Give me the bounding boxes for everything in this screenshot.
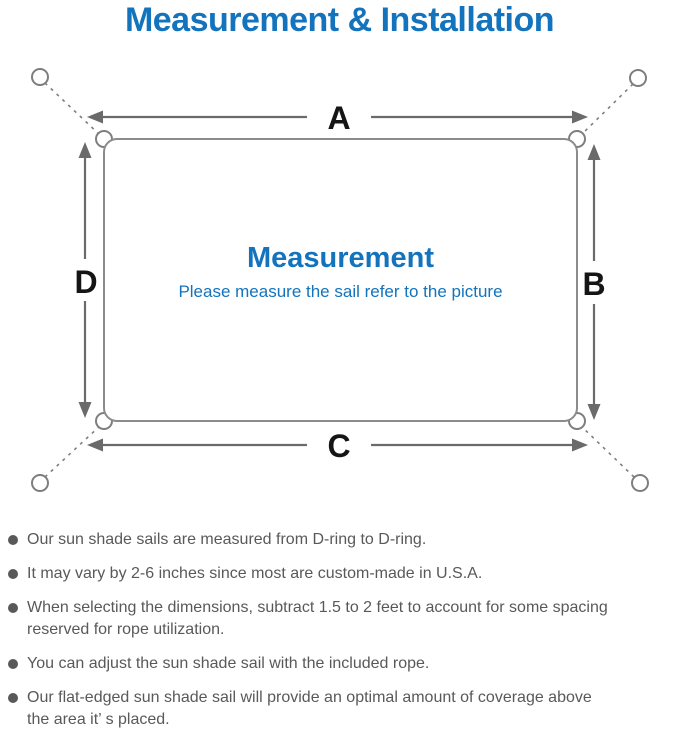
bullet-icon [8, 659, 18, 669]
bullet-icon [8, 535, 18, 545]
measurement-diagram: A B C D [31, 68, 649, 492]
dimension-label-b: B [582, 266, 605, 302]
arrowhead-down-icon [587, 404, 601, 420]
sail-caption-subtitle: Please measure the sail refer to the pic… [178, 282, 503, 301]
arrowhead-up-icon [587, 144, 601, 160]
page-title: Measurement & Installation [124, 1, 555, 39]
note-text: Our flat-edged sun shade sail will provi… [27, 689, 592, 728]
arrowhead-right-icon [572, 110, 588, 124]
anchor-point-icon-bottom-right [631, 474, 649, 492]
sail-caption: Measurement Please measure the sail refe… [104, 242, 577, 302]
list-item: Our flat-edged sun shade sail will provi… [8, 687, 673, 731]
list-item: When selecting the dimensions, subtract … [8, 597, 673, 641]
note-text: You can adjust the sun shade sail with t… [27, 655, 430, 672]
bullet-icon [8, 569, 18, 579]
arrowhead-left-icon [87, 438, 103, 452]
note-text: It may vary by 2-6 inches since most are… [27, 565, 483, 582]
anchor-rope-lines [44, 82, 635, 478]
anchor-point-icon-top-right [629, 69, 647, 87]
arrowhead-down-icon [78, 402, 92, 418]
arrowhead-up-icon [78, 142, 92, 158]
list-item: Our sun shade sails are measured from D-… [8, 529, 673, 551]
note-text: Our sun shade sails are measured from D-… [27, 531, 427, 548]
rope-line-bottom-right [579, 424, 635, 478]
sail-outline [103, 138, 578, 422]
rope-line-top-left [44, 82, 102, 137]
anchor-point-icon-bottom-left [31, 474, 49, 492]
list-item: It may vary by 2-6 inches since most are… [8, 563, 673, 585]
dimension-arrow-left [78, 142, 92, 418]
arrowhead-right-icon [572, 438, 588, 452]
bullet-icon [8, 693, 18, 703]
dimension-label-a: A [327, 100, 350, 136]
dimension-label-d: D [74, 264, 97, 300]
rope-line-top-right [579, 83, 634, 137]
dimension-arrow-top [87, 110, 588, 124]
dimension-arrow-bottom [87, 438, 588, 452]
note-text: When selecting the dimensions, subtract … [27, 599, 608, 638]
sail-caption-title: Measurement [247, 242, 434, 274]
dimension-arrow-right [587, 144, 601, 420]
anchor-point-icon-top-left [31, 68, 49, 86]
list-item: You can adjust the sun shade sail with t… [8, 653, 673, 675]
arrowhead-left-icon [87, 110, 103, 124]
dimension-label-c: C [327, 428, 350, 464]
anchor-points [31, 68, 649, 492]
notes-list: Our sun shade sails are measured from D-… [8, 529, 673, 739]
bullet-icon [8, 603, 18, 613]
rope-line-bottom-left [44, 424, 102, 478]
